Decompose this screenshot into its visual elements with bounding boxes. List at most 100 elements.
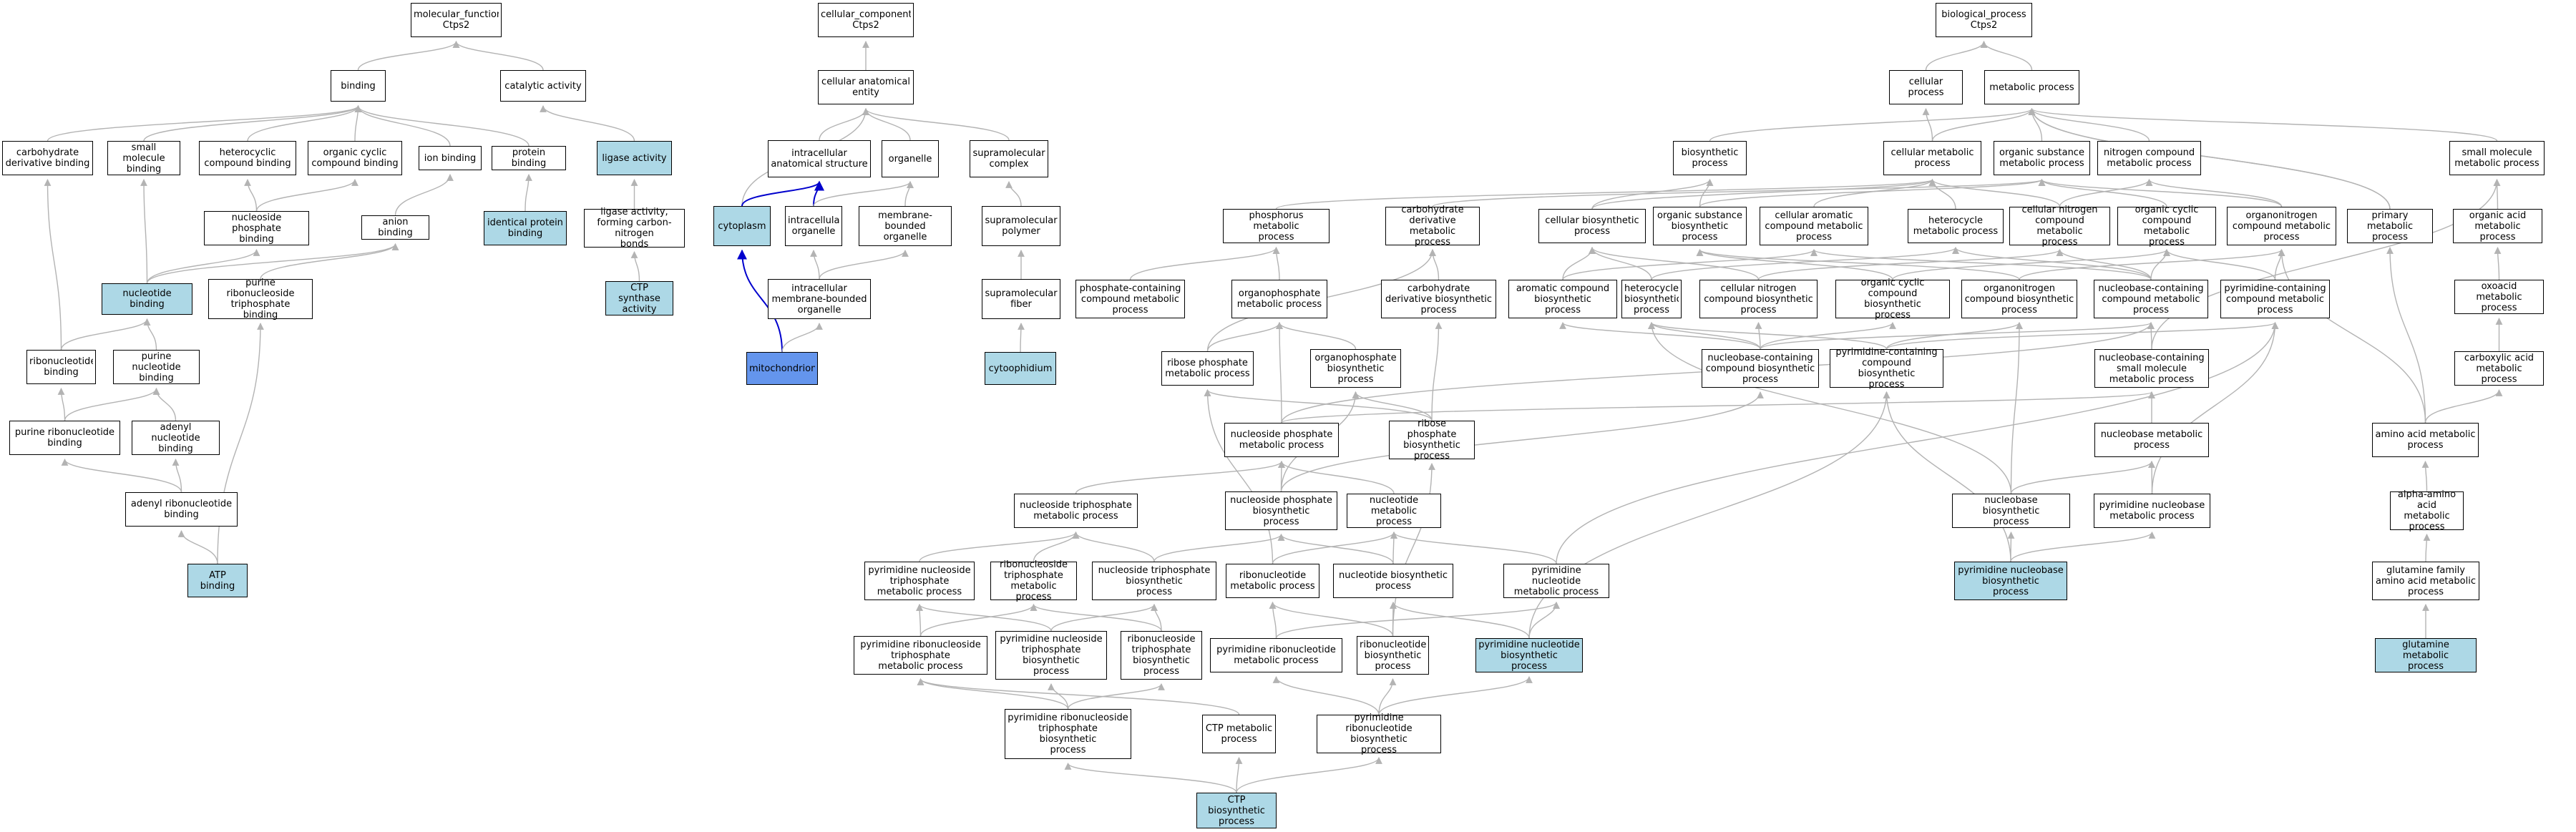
go-term-catalytic[interactable]: catalytic activity [500, 70, 586, 102]
go-term-ion-binding[interactable]: ion binding [419, 146, 482, 170]
go-term-binding[interactable]: binding [331, 70, 386, 102]
go-term-cytoplasm[interactable]: cytoplasm [713, 206, 771, 246]
go-term-ligase-activity[interactable]: ligase activity [597, 141, 672, 175]
go-term-anion-binding[interactable]: anion binding [361, 215, 429, 240]
go-term-atp-binding[interactable]: ATP binding [187, 564, 248, 597]
go-term-protein-binding[interactable]: protein binding [492, 146, 566, 170]
go-term-organelle[interactable]: organelle [882, 140, 939, 177]
go-term-cytoophidium[interactable]: cytoophidium [985, 352, 1056, 385]
go-term-cellular-process[interactable]: cellular process [1889, 70, 1963, 104]
go-term-nucleotide-binding[interactable]: nucleotide binding [102, 283, 192, 315]
go-term-mitochondrion[interactable]: mitochondrion [746, 352, 818, 385]
go-term-metabolic-process[interactable]: metabolic process [1984, 70, 2079, 104]
